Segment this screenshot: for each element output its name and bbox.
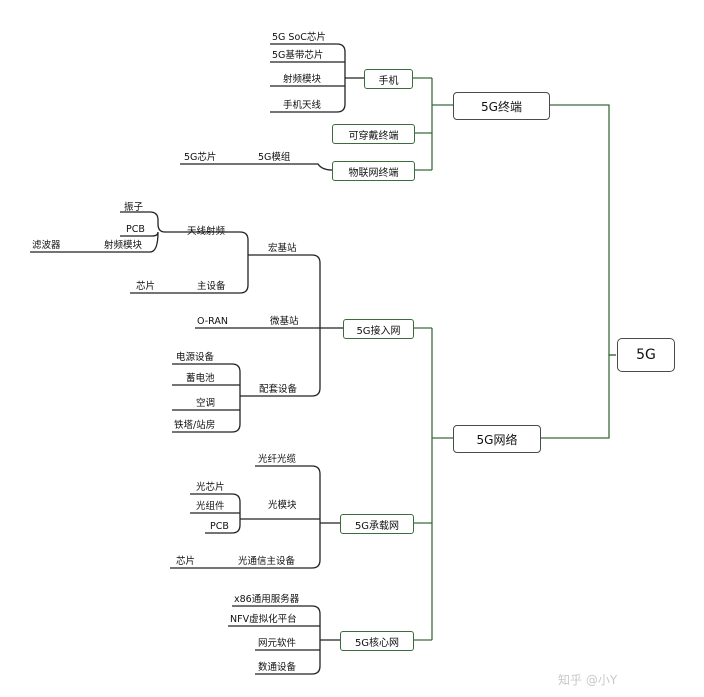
rf-module-label: 射频模块 <box>104 240 143 251</box>
network-element-software-label: 网元软件 <box>258 638 297 649</box>
watermark-text: 知乎 @小Y <box>558 673 618 687</box>
comm-equipment-label: 光通信主设备 <box>238 556 296 567</box>
macro-station-label: 宏基站 <box>268 243 297 254</box>
link-iot-chain <box>180 163 333 171</box>
link-bearer-children <box>235 465 340 569</box>
main-equipment-label: 主设备 <box>197 281 226 292</box>
phone-node[interactable]: 手机 <box>364 69 413 89</box>
link-root-terminal <box>550 104 616 356</box>
iot-node[interactable]: 物联网终端 <box>332 161 415 181</box>
wearable-node[interactable]: 可穿戴终端 <box>332 124 415 144</box>
support-equipment-label: 配套设备 <box>259 384 298 395</box>
dipole-label: 振子 <box>124 202 144 213</box>
root-node[interactable]: 5G <box>617 338 675 372</box>
bearer-node[interactable]: 5G承载网 <box>340 514 414 534</box>
tower-label: 铁塔/站房 <box>174 420 216 431</box>
link-terminal-children <box>413 77 453 171</box>
core-node[interactable]: 5G核心网 <box>340 631 414 651</box>
optical-chip-label: 光芯片 <box>196 482 225 493</box>
link-phone-leaves <box>270 43 364 113</box>
link-support-children <box>172 363 255 433</box>
filter-label: 滤波器 <box>32 240 61 251</box>
phone-item-rf: 射频模块 <box>283 74 322 85</box>
link-optical-children <box>190 493 262 534</box>
battery-label: 蓄电池 <box>186 373 215 384</box>
antenna-rf-label: 天线射频 <box>187 226 226 237</box>
iot-module-label: 5G模组 <box>258 152 291 163</box>
micro-station-label: 微基站 <box>270 316 299 327</box>
phone-item-soc: 5G SoC芯片 <box>272 32 326 43</box>
main-chip-label: 芯片 <box>136 281 156 292</box>
optical-pcb-label: PCB <box>210 521 229 532</box>
pcb-label: PCB <box>126 224 145 235</box>
comm-chip-label: 芯片 <box>176 556 196 567</box>
phone-item-baseband: 5G基带芯片 <box>272 50 324 61</box>
aircon-label: 空调 <box>196 398 216 409</box>
link-macro-children <box>180 231 265 294</box>
link-network-children <box>414 327 453 641</box>
nfv-platform-label: NFV虚拟化平台 <box>230 614 297 625</box>
oran-label: O-RAN <box>197 316 228 327</box>
link-access-children <box>195 254 343 397</box>
optical-component-label: 光组件 <box>196 501 225 512</box>
optical-module-label: 光模块 <box>268 500 297 511</box>
iot-chip-label: 5G芯片 <box>184 152 217 163</box>
link-root-network <box>541 354 616 439</box>
datacom-equipment-label: 数通设备 <box>258 662 297 673</box>
power-equipment-label: 电源设备 <box>176 352 215 363</box>
fiber-cable-label: 光纤光缆 <box>258 454 297 465</box>
x86-server-label: x86通用服务器 <box>234 594 300 605</box>
access-node[interactable]: 5G接入网 <box>343 319 414 339</box>
link-core-children <box>228 605 340 675</box>
link-antenna-children <box>100 211 180 253</box>
terminal-node[interactable]: 5G终端 <box>453 92 550 120</box>
phone-item-antenna: 手机天线 <box>283 100 322 111</box>
network-node[interactable]: 5G网络 <box>453 425 541 453</box>
